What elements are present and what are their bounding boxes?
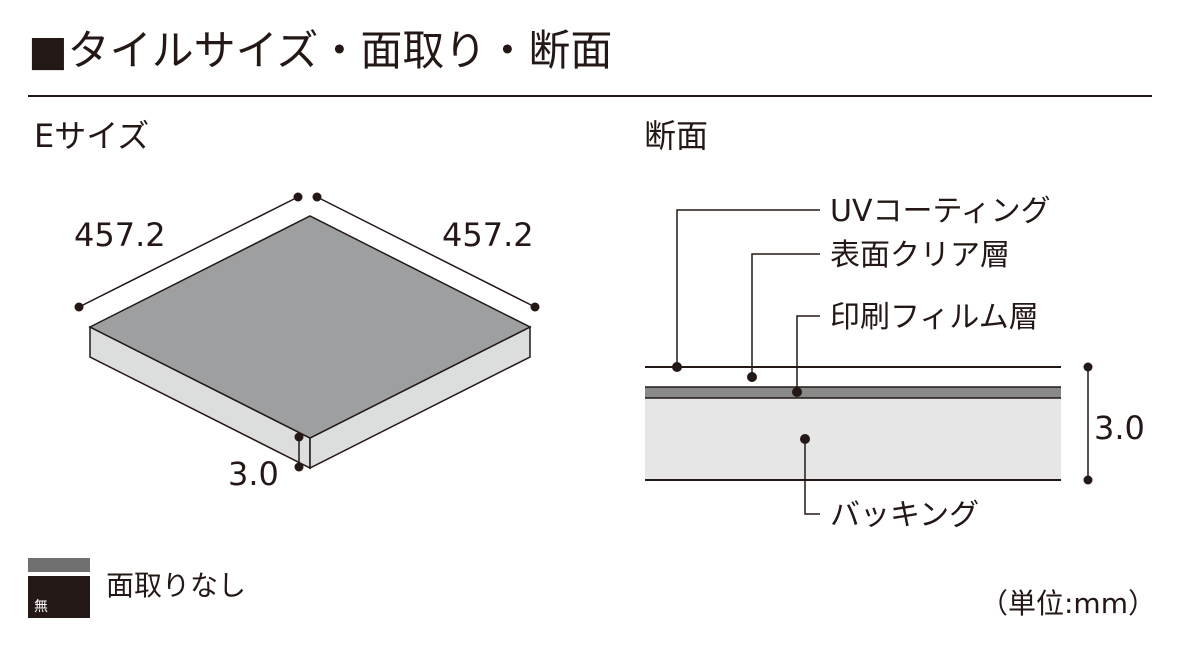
tile-top-face (88, 215, 532, 439)
chamfer-badge: 無 (28, 576, 90, 618)
dimension-lines (74, 192, 540, 472)
leader-dot (747, 372, 757, 382)
section-label: 断面 (644, 117, 709, 155)
dim-dot (1083, 475, 1093, 485)
cross-section (645, 366, 1061, 481)
unit-note: （単位:mm） (980, 587, 1156, 620)
dim-dot (293, 192, 303, 202)
dim-dot (312, 192, 322, 202)
print-film-layer (645, 387, 1061, 398)
dim-right-label: 457.2 (442, 216, 534, 254)
leader-dot (800, 434, 810, 444)
leader-dot (792, 387, 802, 397)
page-title: ■タイルサイズ・面取り・断面 (28, 26, 613, 75)
leader-uv (676, 209, 820, 367)
size-label: Eサイズ (34, 117, 150, 155)
dim-dot (294, 462, 304, 472)
layer-label-backing: バッキング (830, 498, 979, 533)
chamfer-badge-bar (28, 558, 90, 572)
dim-thickness-label: 3.0 (228, 455, 279, 493)
badge-text: 無 (34, 599, 48, 615)
layer-label-print: 印刷フィルム層 (830, 300, 1039, 335)
leader-dot (672, 362, 682, 372)
backing-layer (645, 398, 1061, 480)
chamfer-legend-text: 面取りなし (106, 569, 247, 602)
dim-left-label: 457.2 (74, 216, 166, 254)
leader-backing (804, 439, 820, 515)
dim-dot (294, 432, 304, 442)
layer-label-clear: 表面クリア層 (830, 238, 1010, 273)
leader-clear (751, 253, 820, 377)
section-dim-label: 3.0 (1094, 409, 1145, 447)
leader-print (796, 315, 820, 392)
dim-line-right (316, 196, 536, 308)
dim-line-left (78, 196, 299, 308)
dim-dot (530, 302, 540, 312)
title-divider (28, 95, 1152, 97)
dim-dot (1083, 362, 1093, 372)
dim-dot (74, 302, 84, 312)
leader-lines (676, 209, 820, 515)
tile-illustration (88, 215, 532, 470)
layer-label-uv: UVコーティング (830, 194, 1051, 229)
